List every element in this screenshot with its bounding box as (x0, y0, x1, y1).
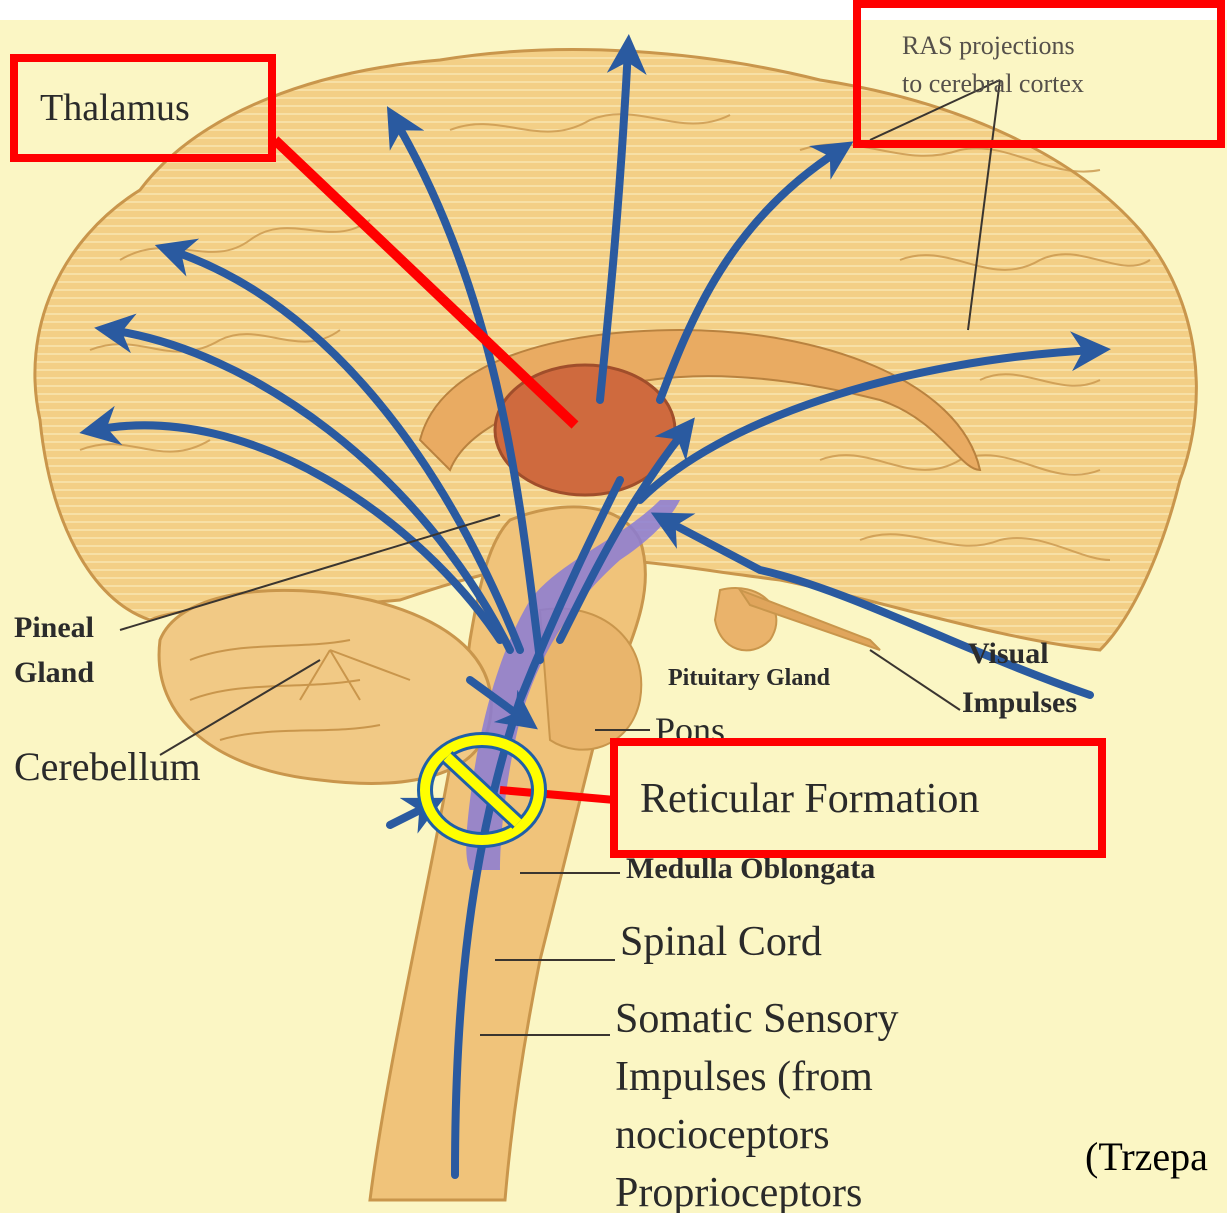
label-visual-line1: Visual (968, 637, 1049, 670)
label-pituitary: Pituitary Gland (668, 665, 831, 691)
label-somatic-line1: Somatic Sensory (615, 996, 898, 1042)
label-spinal: Spinal Cord (620, 919, 822, 965)
label-thalamus: Thalamus (40, 87, 190, 129)
label-ras-line2: to cerebral cortex (902, 69, 1084, 98)
label-pineal-line2: Gland (14, 656, 94, 689)
label-visual-line2: Impulses (962, 686, 1077, 719)
label-cerebellum: Cerebellum (14, 744, 201, 789)
label-ras-line1: RAS projections (902, 31, 1075, 60)
label-pineal-line1: Pineal (14, 611, 94, 644)
label-somatic-line3: nocioceptors (615, 1112, 830, 1158)
label-citation: (Trzepa (1085, 1134, 1208, 1179)
label-somatic-line4: Proprioceptors (615, 1170, 862, 1213)
label-somatic-line2: Impulses (from (615, 1054, 873, 1100)
label-reticular: Reticular Formation (640, 776, 979, 822)
